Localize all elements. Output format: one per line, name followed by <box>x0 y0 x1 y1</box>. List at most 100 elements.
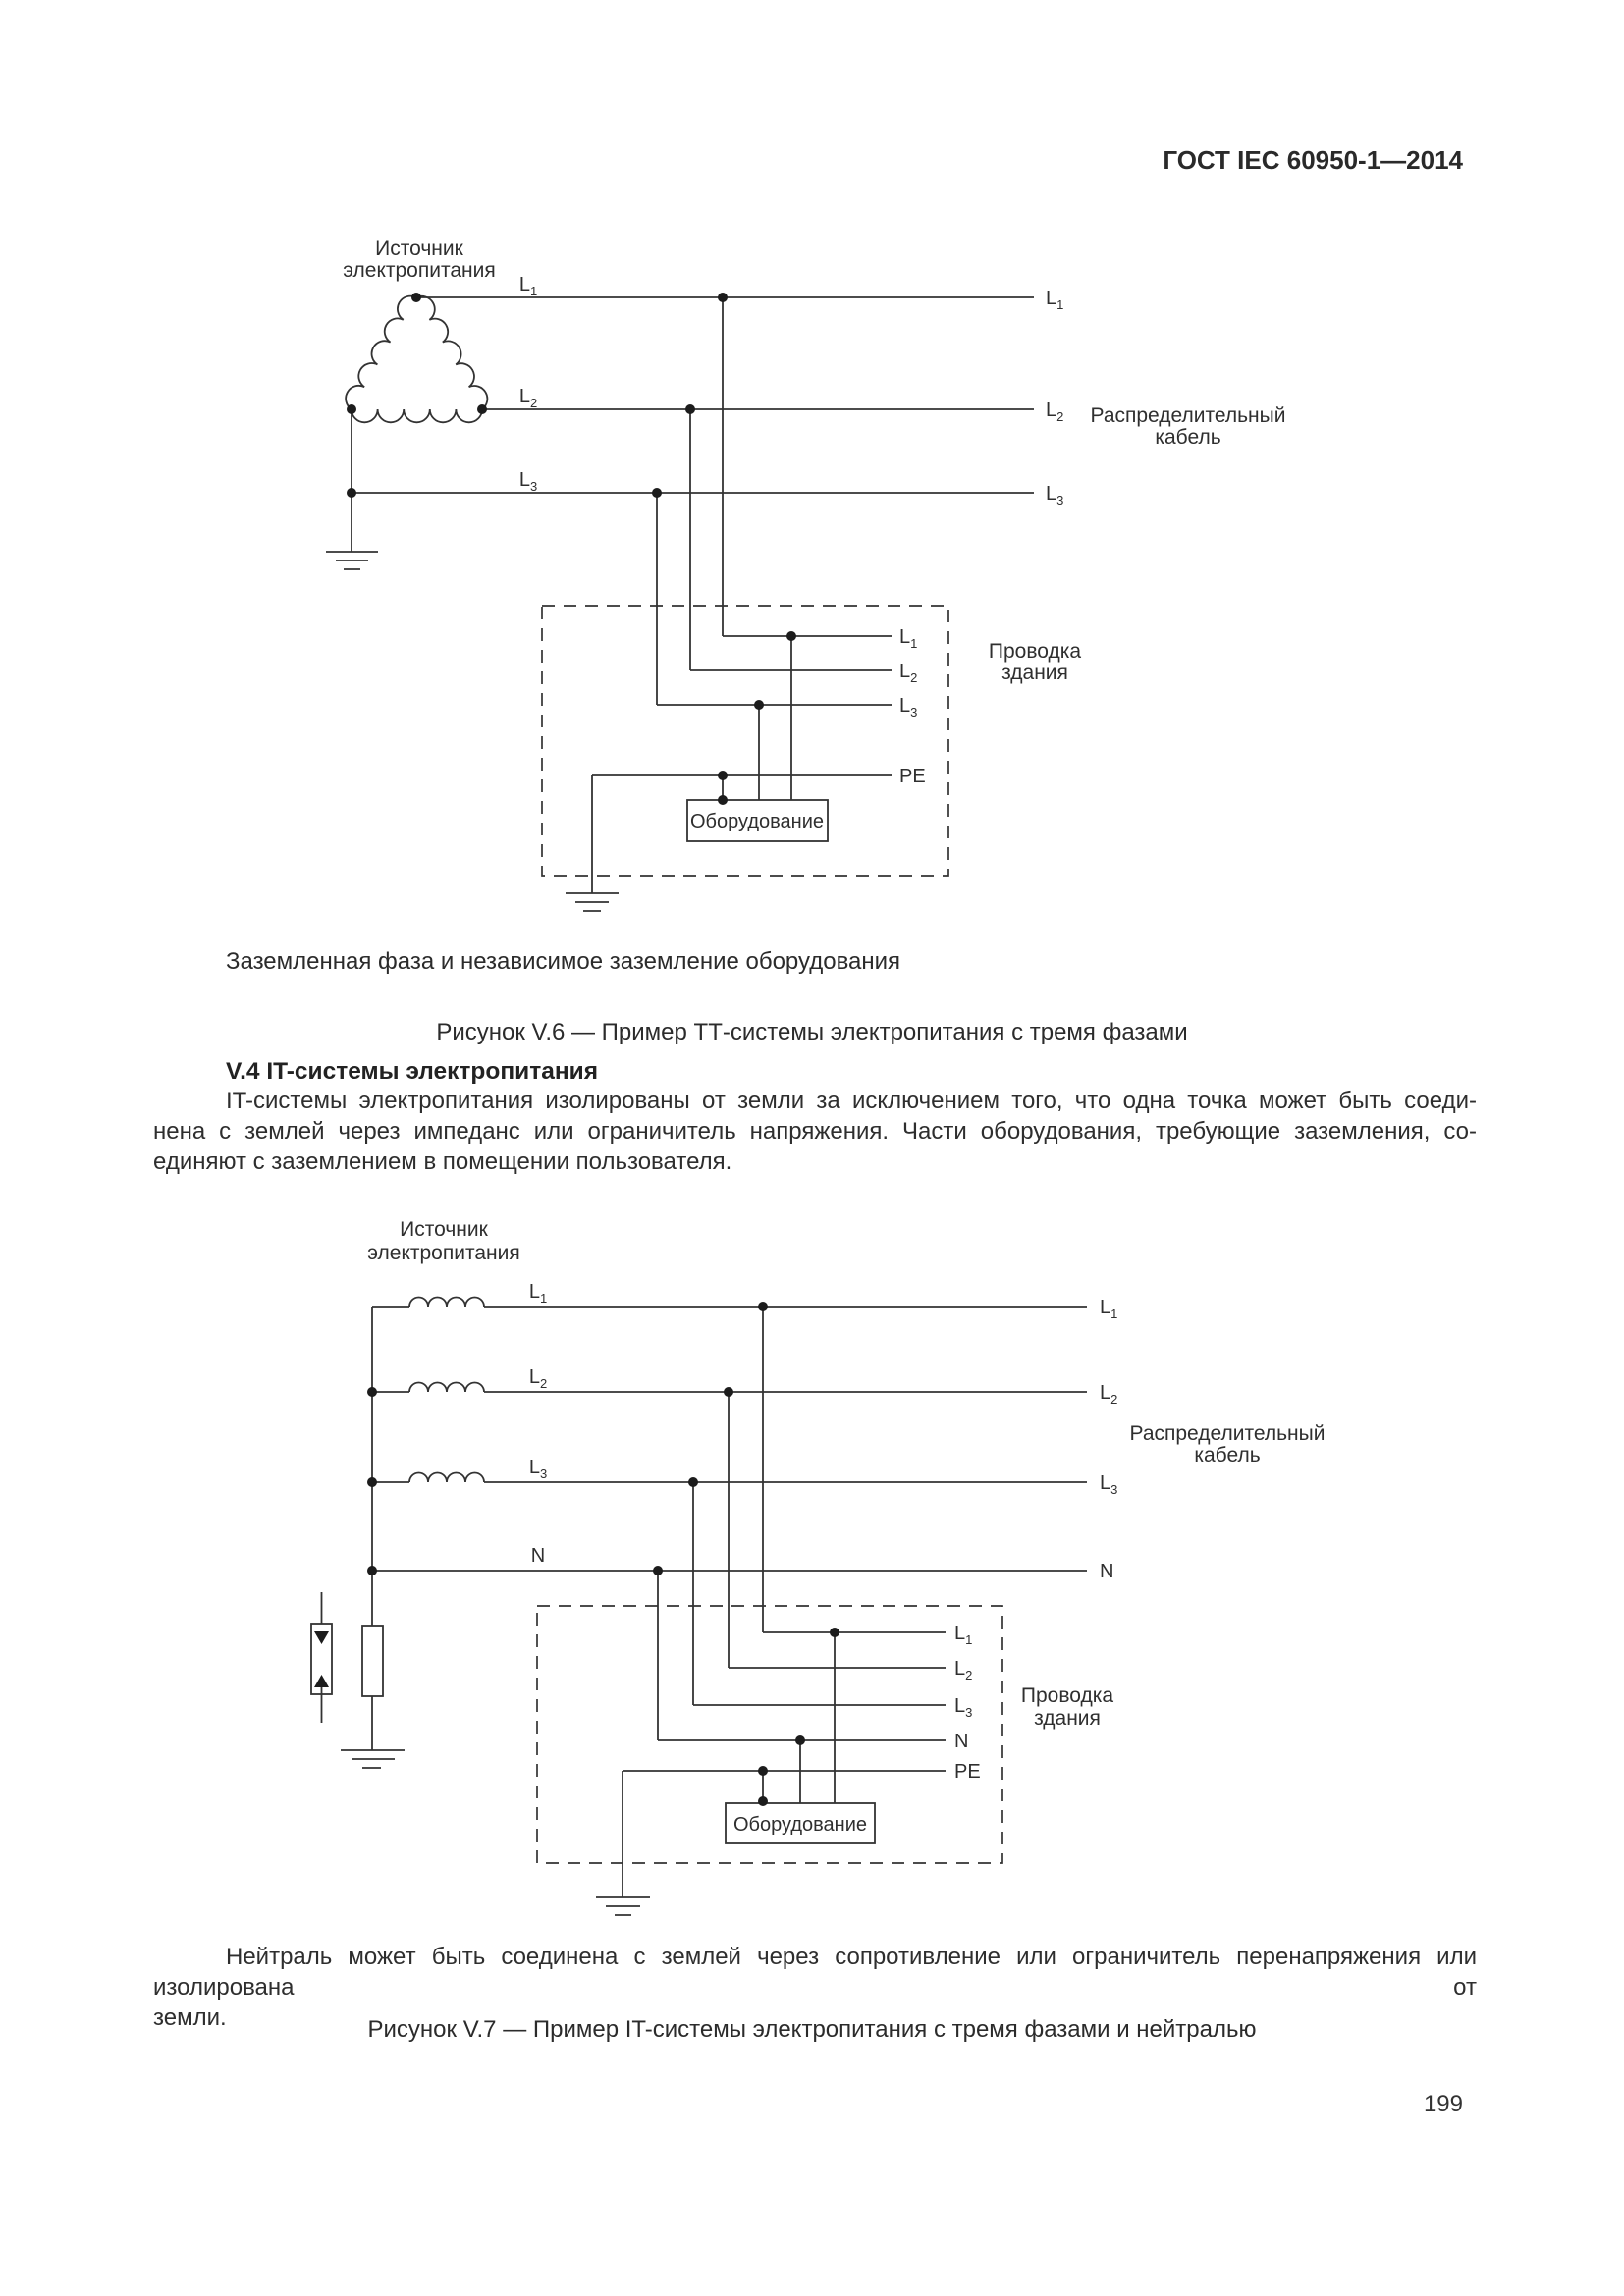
fig-v7-equipment-label: Оборудование <box>733 1814 867 1836</box>
fig-v7-service-drops <box>657 1307 764 1740</box>
fig-v6-service-drops <box>656 297 724 705</box>
junction-dot <box>477 404 487 414</box>
ground-icon <box>596 1771 650 1916</box>
phase-label: L1 <box>899 626 917 651</box>
fig-v6-wiring-label-line1: Проводка <box>989 640 1081 663</box>
page-number: 199 <box>1423 2091 1463 2117</box>
pe-label: PE <box>954 1761 981 1783</box>
fig-v6-wiring-label-line2: здания <box>1001 662 1068 684</box>
fig-v7-cable-label-line1: Распределительный <box>1130 1422 1326 1445</box>
phase-label: L2 <box>899 661 917 685</box>
fig-v7-building-lines <box>623 1631 946 1803</box>
section-v4-heading: V.4 IT-системы электропитания <box>226 1058 598 1085</box>
fig-v6-equipment-label: Оборудование <box>690 811 824 832</box>
fig-v6-caption: Заземленная фаза и независимое заземлени… <box>226 948 901 975</box>
junction-dot <box>718 771 728 780</box>
phase-label: L1 <box>1046 288 1063 312</box>
fig-v6-source-label-line2: электропитания <box>343 259 495 282</box>
phase-label: L3 <box>1100 1472 1117 1497</box>
junction-dot <box>718 795 728 805</box>
voltage-limiter-icon <box>310 1592 333 1723</box>
section-v4-paragraph: IT-системы электропитания изолированы от… <box>153 1086 1477 1177</box>
junction-dot <box>724 1387 733 1397</box>
paragraph-line: нена с землей через импеданс или огранич… <box>153 1118 1477 1145</box>
fig-v6-phase-labels-right: L1 L2 L3 <box>1046 288 1063 507</box>
fig-v7-phase-labels-mid: L1 L2 L3 N <box>529 1281 547 1567</box>
phase-label: L1 <box>519 274 537 298</box>
figure-v7-diagram: Источник электропитания <box>310 1218 1326 1916</box>
fig-v7-building-labels: L1 L2 L3 N PE <box>954 1623 981 1783</box>
junction-dot <box>653 1566 663 1575</box>
fig-v6-cable-label-line1: Распределительный <box>1091 404 1286 427</box>
fig-v6-source-label-line1: Источник <box>375 238 463 260</box>
phase-label: L2 <box>519 386 537 410</box>
fig-v7-note: Нейтраль может быть соединена с землей ч… <box>153 1942 1477 2033</box>
ground-icon <box>341 1749 405 1769</box>
junction-dot <box>830 1628 839 1637</box>
junction-dot <box>347 488 356 498</box>
junction-dot <box>347 404 356 414</box>
winding-coil-icon <box>408 1471 485 1483</box>
junction-dot <box>652 488 662 498</box>
fig-v7-source-label-line2: электропитания <box>367 1242 519 1264</box>
fig-v7-cable-label-line2: кабель <box>1194 1444 1260 1467</box>
junction-dot <box>685 404 695 414</box>
winding-coil-icon <box>408 1381 485 1393</box>
paragraph-line: IT-системы электропитания изолированы от… <box>226 1088 1477 1114</box>
junction-dot <box>367 1387 377 1397</box>
junction-dot <box>795 1735 805 1745</box>
junction-dot <box>758 1302 768 1311</box>
junction-dot <box>758 1796 768 1806</box>
junction-dot <box>367 1566 377 1575</box>
note-line: Нейтраль может быть соединена с землей ч… <box>153 1944 1477 2001</box>
impedance-resistor-icon <box>361 1625 384 1750</box>
fig-v7-building-boundary <box>536 1605 1003 1864</box>
fig-v6-junction-dots <box>347 293 796 805</box>
phase-label: L3 <box>519 469 537 494</box>
fig-v6-phase-labels-mid: L1 L2 L3 <box>519 274 537 494</box>
phase-label: L2 <box>954 1658 972 1682</box>
fig-v7-junction-dots <box>367 1302 839 1806</box>
junction-dot <box>758 1766 768 1776</box>
figure-v6-diagram: Источник электропитания <box>326 238 1286 912</box>
phase-label: L2 <box>529 1366 547 1391</box>
fig-v7-wiring-label-line1: Проводка <box>1021 1684 1113 1707</box>
note-line: земли. <box>153 2004 227 2031</box>
fig-v6-building-labels: L1 L2 L3 PE <box>899 626 926 787</box>
junction-dot <box>786 631 796 641</box>
phase-label: L3 <box>899 695 917 720</box>
delta-winding-icon <box>345 294 489 424</box>
phase-label: L1 <box>1100 1297 1117 1321</box>
fig-v6-building-lines <box>592 635 892 800</box>
junction-dot <box>411 293 421 302</box>
phase-label: L2 <box>1046 400 1063 424</box>
phase-label: L2 <box>1100 1382 1117 1407</box>
fig-v7-phase-labels-right: L1 L2 L3 N <box>1100 1297 1117 1582</box>
phase-label: L3 <box>1046 483 1063 507</box>
fig-v6-title: Рисунок V.6 — Пример ТТ-системы электроп… <box>436 1019 1188 1045</box>
fig-v7-wiring-label-line2: здания <box>1034 1707 1101 1730</box>
junction-dot <box>367 1477 377 1487</box>
junction-dot <box>754 700 764 710</box>
junction-dot <box>688 1477 698 1487</box>
fig-v7-equipment-box <box>725 1802 876 1844</box>
fig-v6-cable-label-line2: кабель <box>1155 426 1220 449</box>
neutral-label: N <box>531 1545 545 1567</box>
phase-label: L3 <box>954 1695 972 1720</box>
phase-label: L1 <box>954 1623 972 1647</box>
fig-v7-distribution-lines <box>372 1296 1087 1572</box>
ground-icon <box>566 775 619 912</box>
fig-v6-building-boundary <box>541 605 949 877</box>
ground-icon <box>326 493 378 570</box>
fig-v6-distribution-lines <box>351 296 1034 494</box>
neutral-label: N <box>954 1731 968 1752</box>
junction-dot <box>718 293 728 302</box>
winding-coil-icon <box>408 1296 485 1308</box>
fig-v6-equipment-box <box>686 799 829 842</box>
phase-label: L3 <box>529 1457 547 1481</box>
phase-label: L1 <box>529 1281 547 1306</box>
fig-v7-source-label-line1: Источник <box>400 1218 488 1241</box>
neutral-label: N <box>1100 1561 1113 1582</box>
